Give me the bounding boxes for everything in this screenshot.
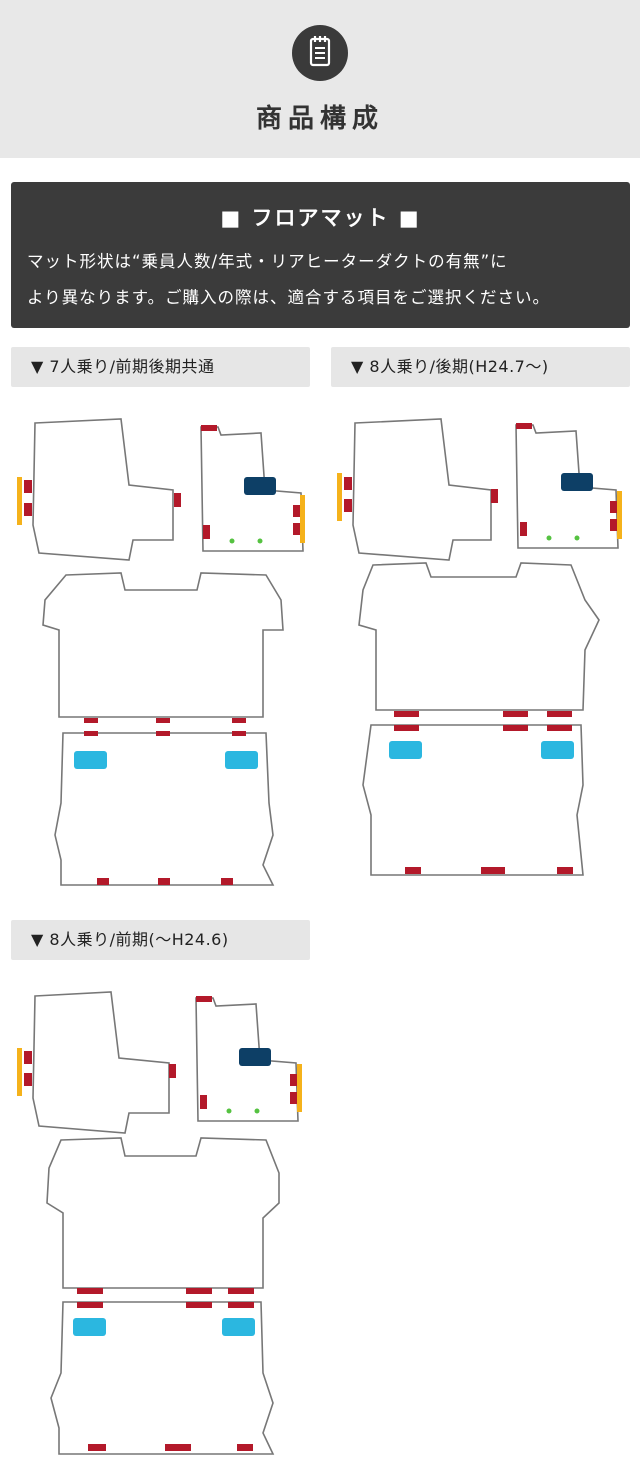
navy-pad — [561, 473, 593, 491]
cyan-pad — [225, 751, 258, 769]
red-tag — [24, 1051, 32, 1064]
second-row-mat — [42, 572, 284, 718]
red-tag — [228, 1288, 254, 1294]
red-tag — [520, 522, 527, 536]
red-tag — [201, 425, 217, 431]
red-tag — [203, 525, 210, 539]
red-tag — [394, 711, 419, 717]
second-row-mat — [358, 562, 600, 711]
cyan-pad — [389, 741, 422, 759]
navy-pad — [239, 1048, 271, 1066]
driver-mat — [32, 418, 174, 561]
third-row-mat — [50, 1301, 275, 1455]
red-tag — [77, 1288, 103, 1294]
red-tag — [186, 1302, 212, 1308]
variant-label-8-seater-late: ▼ 8人乗り/後期(H24.7〜) — [331, 347, 630, 387]
red-tag — [405, 867, 421, 874]
document-list-icon — [292, 25, 348, 81]
red-tag — [228, 1302, 254, 1308]
red-tag — [557, 867, 573, 874]
red-tag — [503, 711, 528, 717]
floor-mat-diagram-8-seater-early — [17, 991, 302, 1455]
red-tag — [516, 423, 532, 429]
red-tag — [232, 731, 246, 736]
red-tag — [169, 1064, 176, 1078]
red-tag — [232, 718, 246, 723]
red-tag — [610, 501, 617, 513]
red-tag — [547, 711, 572, 717]
yellow-tag — [17, 1048, 22, 1096]
red-tag — [97, 878, 109, 885]
third-row-mat — [362, 724, 584, 876]
red-tag — [293, 523, 300, 535]
red-tag — [290, 1092, 297, 1104]
red-tag — [24, 480, 32, 493]
red-tag — [503, 725, 528, 731]
yellow-tag — [617, 491, 622, 539]
red-tag — [344, 477, 352, 490]
variant-label-7-seater: ▼ 7人乗り/前期後期共通 — [11, 347, 310, 387]
yellow-tag — [337, 473, 342, 521]
navy-pad — [244, 477, 276, 495]
variant-label-8-seater-early: ▼ 8人乗り/前期(〜H24.6) — [11, 920, 310, 960]
driver-mat — [352, 418, 492, 561]
red-tag — [491, 489, 498, 503]
second-row-mat — [46, 1137, 280, 1289]
description-line-1: マット形状は“乗員人数/年式・リアヒーターダクトの有無”に — [27, 252, 508, 271]
page-title: 商品構成 — [255, 104, 384, 134]
cyan-pad — [541, 741, 574, 759]
cyan-pad — [222, 1318, 255, 1336]
red-tag — [174, 493, 181, 507]
red-tag — [610, 519, 617, 531]
red-tag — [200, 1095, 207, 1109]
cyan-pad — [74, 751, 107, 769]
red-tag — [344, 499, 352, 512]
floor-mat-diagram-7-seater — [17, 418, 305, 886]
red-tag — [84, 731, 98, 736]
cyan-pad — [73, 1318, 106, 1336]
red-tag — [237, 1444, 253, 1451]
red-tag — [158, 878, 170, 885]
red-tag — [156, 731, 170, 736]
red-tag — [165, 1444, 191, 1451]
floor-mat-diagram-8-seater-late — [337, 418, 622, 876]
yellow-tag — [17, 477, 22, 525]
red-tag — [24, 1073, 32, 1086]
red-tag — [186, 1288, 212, 1294]
yellow-tag — [297, 1064, 302, 1112]
floor-mat-info-box: ■ フロアマット ■ マット形状は“乗員人数/年式・リアヒーターダクトの有無”に… — [11, 182, 630, 328]
driver-mat — [32, 991, 170, 1134]
red-tag — [394, 725, 419, 731]
red-tag — [77, 1302, 103, 1308]
red-tag — [196, 996, 212, 1002]
third-row-mat — [54, 732, 275, 886]
red-tag — [481, 867, 505, 874]
red-tag — [293, 505, 300, 517]
red-tag — [24, 503, 32, 516]
red-tag — [547, 725, 572, 731]
floor-mat-title: ■ フロアマット ■ — [220, 206, 421, 230]
description-line-2: より異なります。ご購入の際は、適合する項目をご選択ください。 — [27, 288, 551, 307]
red-tag — [221, 878, 233, 885]
red-tag — [84, 718, 98, 723]
red-tag — [88, 1444, 106, 1451]
yellow-tag — [300, 495, 305, 543]
floor-mat-description: マット形状は“乗員人数/年式・リアヒーターダクトの有無”に より異なります。ご購… — [27, 244, 627, 316]
red-tag — [156, 718, 170, 723]
red-tag — [290, 1074, 297, 1086]
